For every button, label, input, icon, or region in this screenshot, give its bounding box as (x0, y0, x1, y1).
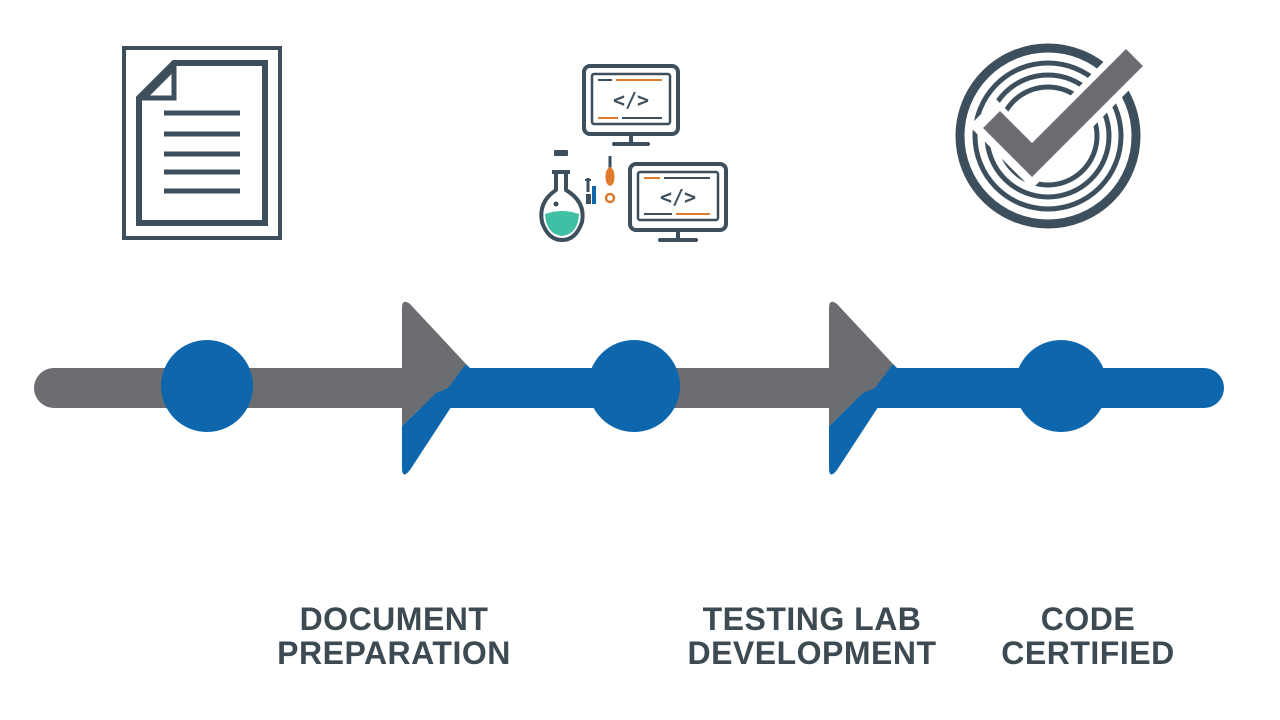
timeline-node-2 (588, 340, 680, 432)
step-label-document-preparation: DOCUMENT PREPARATION (266, 602, 522, 670)
step-label-testing-lab-development: TESTING LAB DEVELOPMENT (672, 602, 952, 670)
step-label-line-1: DOCUMENT (299, 601, 489, 637)
checkmark-badge-icon (948, 35, 1158, 234)
timeline-node-1 (161, 340, 253, 432)
svg-text:</>: </> (660, 185, 696, 209)
document-icon (122, 46, 282, 240)
tools-icon (585, 156, 616, 204)
monitor-bottom-icon: </> (628, 162, 728, 242)
timeline-arrow-2 (829, 301, 901, 475)
timeline-node-3 (1015, 340, 1107, 432)
step-label-line-2: CERTIFIED (1001, 635, 1175, 671)
flask-icon (539, 150, 585, 242)
step-label-line-1: CODE (1040, 601, 1136, 637)
step-label-line-1: TESTING LAB (702, 601, 922, 637)
code-lab-icon: </> </> (532, 62, 732, 248)
step-label-line-2: PREPARATION (277, 635, 511, 671)
step-label-code-certified: CODE CERTIFIED (986, 602, 1190, 670)
timeline-arrow-1 (402, 301, 474, 475)
monitor-top-icon: </> (582, 64, 680, 146)
step-label-line-2: DEVELOPMENT (687, 635, 937, 671)
svg-text:</>: </> (613, 88, 649, 112)
